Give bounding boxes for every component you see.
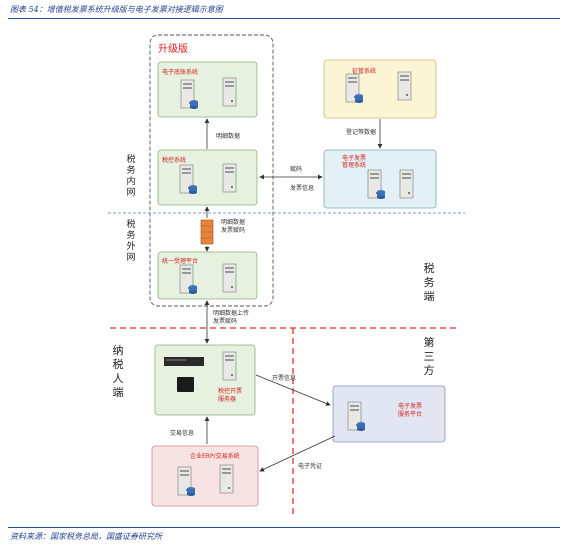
collection-label: 征管系统	[352, 68, 377, 75]
upgrade-label: 升级版	[158, 44, 188, 55]
code-flow: 赋码	[290, 166, 303, 173]
collection-box	[323, 59, 437, 119]
detail-data-flow: 明细数据	[216, 133, 241, 140]
taxpayer-server-box	[154, 344, 256, 416]
intranet-zone-label: 税务内网	[126, 155, 136, 198]
issue-info-flow: 开票信息	[272, 375, 297, 382]
e-voucher-flow: 电子凭证	[298, 463, 323, 470]
service-platform-label: 电子发票 服务平台	[398, 403, 423, 418]
e-archive-label: 电子底账系统	[162, 69, 199, 76]
server-icon	[222, 351, 237, 381]
unified-platform-label: 统一受理平台	[162, 258, 199, 265]
tax-control-label: 税控系统	[162, 157, 187, 164]
erp-label: 企业ERP/交易系统	[190, 453, 240, 460]
taxpayer-zone-label: 纳税人端	[112, 344, 124, 399]
upgrade-container	[149, 34, 274, 307]
trade-info-flow: 交易信息	[170, 430, 195, 437]
third-party-zone-label: 第三方	[423, 336, 435, 377]
footer-rule	[8, 527, 560, 528]
upload-flow: 明细数据上传 发票赋码	[213, 310, 250, 325]
header-rule	[8, 18, 560, 19]
invoice-info-flow: 发票信息	[290, 185, 315, 192]
firewall-icon	[200, 219, 214, 245]
extranet-zone-label: 税务外网	[126, 220, 136, 263]
reg-data-flow: 登记等数据	[346, 129, 377, 136]
figure-title: 图表 54：增值税发票系统升级版与电子发票对接逻辑示意图	[10, 5, 223, 14]
tax-disk-icon	[164, 357, 204, 392]
figure-source: 资料来源：国家税务总局，国盛证券研究所	[10, 532, 162, 541]
e-invoice-mgmt-label: 电子发票 管理系统	[342, 155, 367, 169]
detail-invoice-code-flow: 明细数据 发票赋码	[221, 219, 246, 234]
tax-server-label: 税控开票 服务器	[218, 388, 243, 403]
tax-side-zone-label: 税务端	[423, 262, 435, 303]
